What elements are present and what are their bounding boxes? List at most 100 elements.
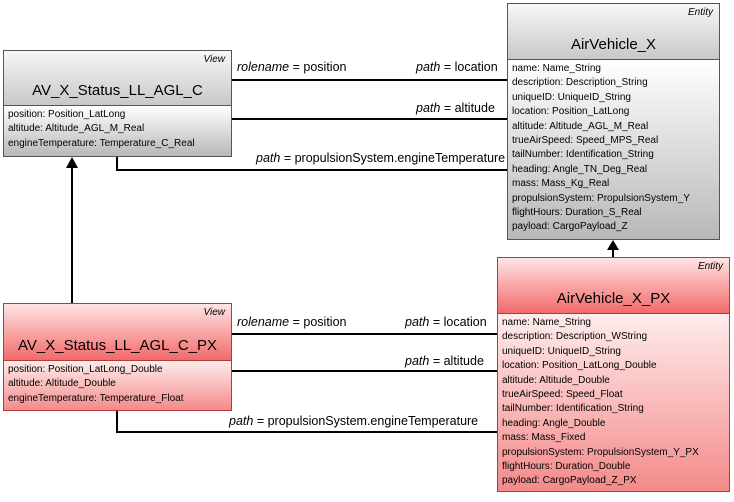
attribute-type: Temperature_Float	[99, 392, 184, 404]
attribute-name: name	[512, 63, 538, 74]
attribute-name: payload	[502, 475, 538, 487]
attribute-row: location: Position_LatLong	[512, 106, 630, 118]
attribute-row: description: Description_String	[512, 77, 648, 89]
attribute-type: Duration_S_Real	[565, 207, 642, 219]
attribute-row: tailNumber: Identification_String	[512, 149, 654, 161]
top-path-altitude-label: path = altitude	[416, 101, 495, 115]
attribute-row: heading: Angle_TN_Deg_Real	[512, 163, 648, 175]
attribute-name: propulsionSystem	[502, 446, 582, 458]
attribute-name: mass	[512, 178, 536, 190]
attribute-row: mass: Mass_Kg_Real	[512, 178, 610, 190]
attribute-name: altitude	[512, 120, 545, 132]
attribute-row: engineTemperature: Temperature_C_Real	[8, 137, 195, 149]
attribute-row: engineTemperature: Temperature_Float	[8, 392, 184, 404]
attribute-row: flightHours: Duration_Double	[502, 461, 631, 473]
attribute-type: Mass_Fixed	[531, 432, 586, 444]
attribute-row: mass: Mass_Fixed	[502, 432, 586, 444]
attribute-name: altitude	[8, 378, 41, 390]
class-name: AV_X_Status_LL_AGL_C	[32, 82, 203, 99]
view-box-av-x-status-px[interactable]: View AV_X_Status_LL_AGL_C_PX position: P…	[3, 303, 232, 411]
bottom-path-location-label: path = location	[405, 315, 487, 329]
attribute-name: engineTemperature	[8, 392, 95, 404]
attribute-name: tailNumber	[502, 403, 551, 415]
attribute-row: altitude: Altitude_Double	[502, 374, 610, 386]
attribute-type: UniqueID_String	[547, 345, 621, 357]
attribute-row: uniqueID: UniqueID_String	[502, 345, 621, 357]
class-name: AirVehicle_X	[570, 36, 657, 53]
attribute-row: altitude: Altitude_AGL_M_Real	[8, 123, 145, 135]
attribute-name: name	[502, 317, 528, 328]
entity-box-header: Entity AirVehicle_X	[508, 4, 719, 60]
attribute-type: Identification_String	[555, 403, 644, 415]
attribute-type: Identification_String	[565, 149, 654, 161]
attribute-type: Speed_MPS_Real	[575, 135, 659, 147]
attribute-name: flightHours	[512, 207, 560, 219]
attribute-name: description	[502, 331, 551, 343]
attribute-row: payload: CargoPayload_Z_PX	[502, 475, 637, 487]
attribute-row: flightHours: Duration_S_Real	[512, 207, 642, 219]
attribute-row: tailNumber: Identification_String	[502, 403, 644, 415]
attribute-row: propulsionSystem: PropulsionSystem_Y_PX	[502, 446, 699, 458]
attribute-type: Speed_Float	[565, 389, 623, 401]
attribute-type: CargoPayload_Z_PX	[542, 475, 637, 487]
attribute-type: Position_LatLong	[48, 109, 126, 120]
attribute-type: Name_String	[542, 63, 601, 74]
attribute-type: Altitude_Double	[45, 378, 116, 390]
attribute-name: altitude	[8, 123, 41, 135]
attribute-type: UniqueID_String	[557, 91, 631, 103]
bottom-rolename-label: rolename = position	[237, 315, 347, 329]
attribute-name: altitude	[502, 374, 535, 386]
attribute-name: uniqueID	[502, 345, 543, 357]
attribute-row: trueAirSpeed: Speed_Float	[502, 389, 623, 401]
stereotype-label: View	[203, 307, 226, 318]
attribute-type: Description_String	[565, 77, 648, 89]
attribute-name: tailNumber	[512, 149, 561, 161]
attribute-type: Angle_Double	[542, 417, 606, 429]
attribute-row: position: Position_LatLong_Double	[8, 364, 163, 375]
view-arrowhead	[66, 157, 78, 168]
class-name: AirVehicle_X_PX	[556, 290, 671, 307]
attribute-type: Description_WString	[555, 331, 648, 343]
attribute-name: trueAirSpeed	[502, 389, 561, 401]
attribute-row: location: Position_LatLong_Double	[502, 360, 657, 372]
view-box-av-x-status[interactable]: View AV_X_Status_LL_AGL_C position: Posi…	[3, 50, 232, 157]
attribute-type: CargoPayload_Z	[552, 221, 628, 233]
stereotype-label: Entity	[697, 261, 723, 272]
class-name: AV_X_Status_LL_AGL_C_PX	[17, 337, 218, 354]
attribute-row: payload: CargoPayload_Z	[512, 221, 628, 233]
attribute-type: Position_LatLong_Double	[48, 364, 163, 375]
attribute-name: position	[8, 109, 43, 120]
stereotype-label: View	[203, 54, 226, 65]
attribute-row: heading: Angle_Double	[502, 417, 606, 429]
attribute-row: trueAirSpeed: Speed_MPS_Real	[512, 135, 659, 147]
attribute-name: engineTemperature	[8, 137, 95, 149]
attribute-row: propulsionSystem: PropulsionSystem_Y	[512, 192, 690, 204]
attribute-type: Position_LatLong_Double	[542, 360, 657, 372]
entity-box-header: Entity AirVehicle_X_PX	[498, 258, 729, 314]
stereotype-label: Entity	[687, 7, 713, 18]
attribute-row: altitude: Altitude_Double	[8, 378, 116, 390]
attribute-type: Name_String	[532, 317, 591, 328]
bottom-path-engine-label: path = propulsionSystem.engineTemperatur…	[229, 414, 479, 428]
attribute-name: uniqueID	[512, 91, 553, 103]
attribute-type: PropulsionSystem_Y_PX	[587, 446, 699, 458]
top-path-location-label: path = location	[416, 60, 498, 74]
view-box-header: View AV_X_Status_LL_AGL_C	[4, 51, 231, 106]
attribute-name: position	[8, 364, 43, 375]
entity-box-airvehicle-x-px[interactable]: Entity AirVehicle_X_PX name: Name_String…	[497, 257, 730, 492]
attribute-name: mass	[502, 432, 526, 444]
attribute-type: Altitude_AGL_M_Real	[45, 123, 145, 135]
top-engine-line	[116, 156, 507, 171]
attribute-name: heading	[512, 163, 548, 175]
attribute-type: Temperature_C_Real	[99, 137, 195, 149]
attribute-row: description: Description_WString	[502, 331, 648, 343]
attribute-type: Angle_TN_Deg_Real	[552, 163, 648, 175]
attribute-name: flightHours	[502, 461, 550, 473]
top-path-engine-label: path = propulsionSystem.engineTemperatur…	[256, 151, 506, 165]
attribute-name: description	[512, 77, 561, 89]
